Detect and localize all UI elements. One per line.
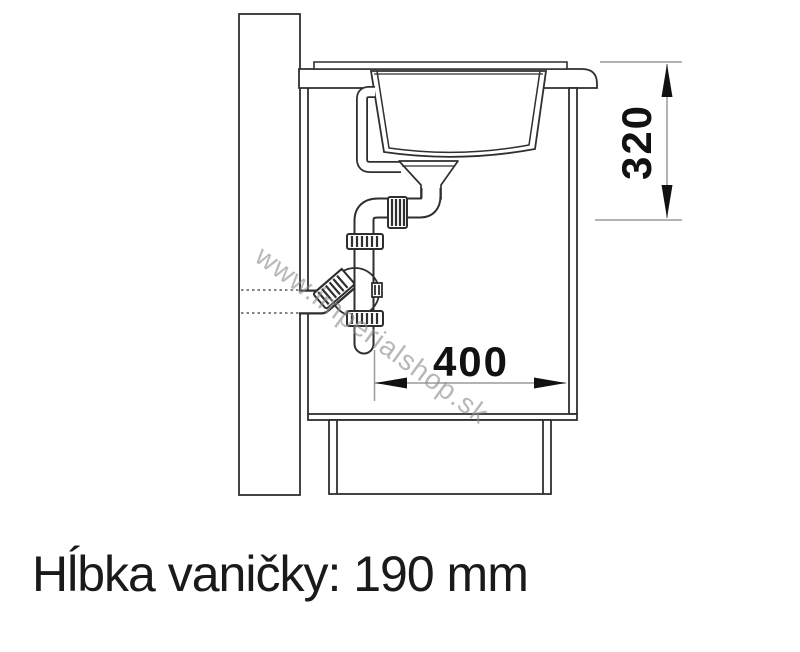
pipe-couplings: [312, 196, 408, 327]
cabinet-panel-right: [568, 87, 578, 415]
arrow-right-icon: [534, 377, 566, 389]
coupling-nut-icon: [387, 196, 408, 229]
dimension-320-value: 320: [613, 104, 660, 180]
hidden-pipe-dashed: [241, 289, 299, 314]
dimension-400-value: 400: [433, 338, 509, 385]
coupling-nub-icon: [371, 282, 383, 298]
wall: [238, 13, 301, 496]
dimension-320: 320: [595, 61, 682, 221]
coupling-nut-icon: [346, 233, 384, 250]
caption-bowl-depth: Hĺbka vaničky: 190 mm: [32, 546, 529, 602]
arrow-down-icon: [661, 185, 673, 218]
plinth: [328, 419, 552, 495]
coupling-nut-icon: [312, 268, 356, 310]
dimension-400: 400: [373, 338, 566, 401]
sink-bowl: [369, 70, 548, 158]
coupling-nut-icon: [346, 310, 384, 327]
sink-flange: [313, 61, 568, 70]
overflow-bracket: [356, 86, 401, 173]
arrow-left-icon: [375, 377, 407, 389]
arrow-up-icon: [661, 64, 673, 97]
